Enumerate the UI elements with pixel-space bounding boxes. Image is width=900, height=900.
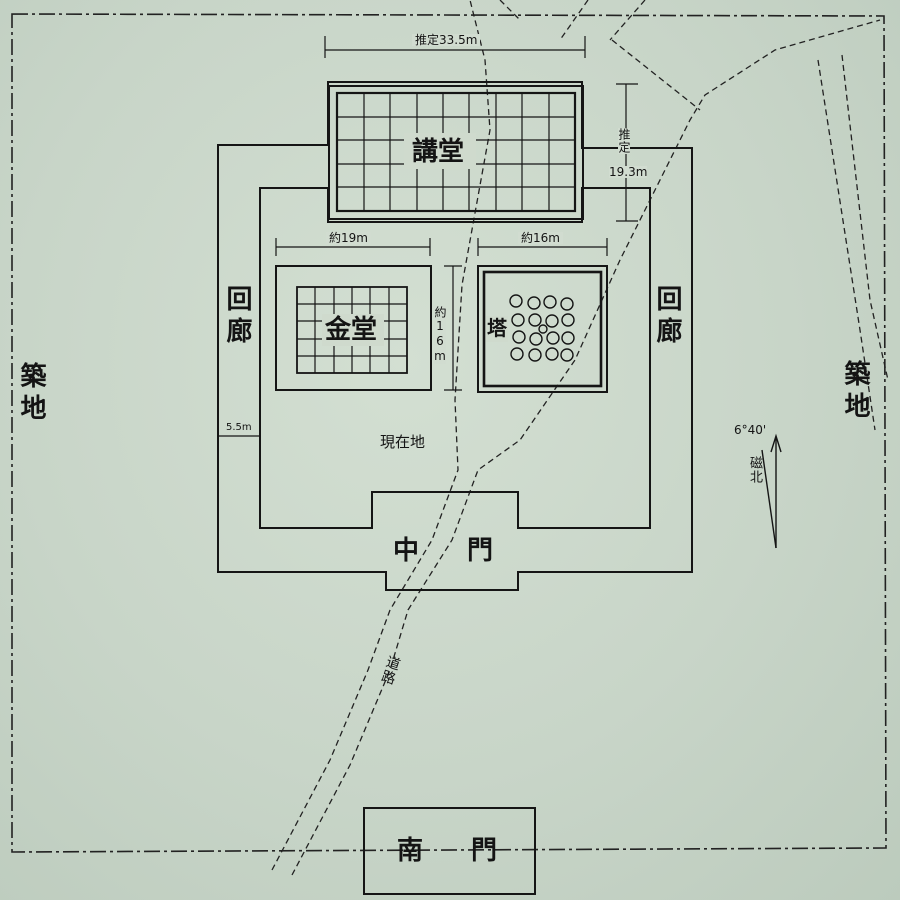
corridor-outer: [217, 81, 693, 591]
south-gate-outline: [363, 807, 536, 895]
main-hall-depth-label: 約16m: [433, 306, 447, 364]
magnetic-north-label: 磁北: [747, 456, 762, 484]
road-lines: [271, 0, 889, 876]
middle-gate-label: 中門: [393, 536, 542, 566]
pagoda-label: 塔: [487, 316, 507, 340]
south-gate-label: 南門: [397, 836, 546, 866]
dimension-lines: [218, 36, 638, 437]
lecture-hall-depth-label-bottom: 19.3m: [609, 165, 648, 179]
lecture-hall-depth-label-top: 推定: [617, 128, 631, 154]
corridor-right-label: 回廊: [652, 285, 682, 349]
earthen-wall-left-label: 築地: [16, 362, 46, 426]
corridor-inner: [259, 187, 651, 529]
pagoda-outline: [477, 265, 608, 393]
outer-wall-boundary: [11, 13, 887, 853]
corridor-left-label: 回廊: [222, 285, 252, 349]
main-hall-label: 金堂: [325, 315, 378, 345]
lecture-hall-grid: [335, 91, 577, 213]
lecture-hall-label: 講堂: [412, 137, 465, 167]
magnetic-north-arrow: [761, 433, 782, 549]
pagoda-inner: [482, 270, 603, 388]
lecture-hall-label-bg: [404, 133, 476, 169]
earthen-wall-right-label: 築地: [840, 360, 870, 424]
current-location-label: 現在地: [380, 433, 426, 451]
lecture-hall-outline: [328, 85, 584, 220]
pagoda-width-label: 約16m: [518, 232, 563, 244]
pagoda-foundation-stones: [509, 294, 575, 362]
main-hall-label-bg: [322, 314, 384, 346]
lecture-hall-width-label: 推定33.5m: [412, 34, 481, 46]
corridor-width-label: 5.5m: [226, 422, 252, 433]
north-angle-label: 6°40': [734, 423, 767, 437]
main-hall-width-label: 約19m: [326, 232, 371, 244]
main-hall-outline: [275, 265, 432, 391]
pagoda-label-bg: [486, 316, 508, 342]
